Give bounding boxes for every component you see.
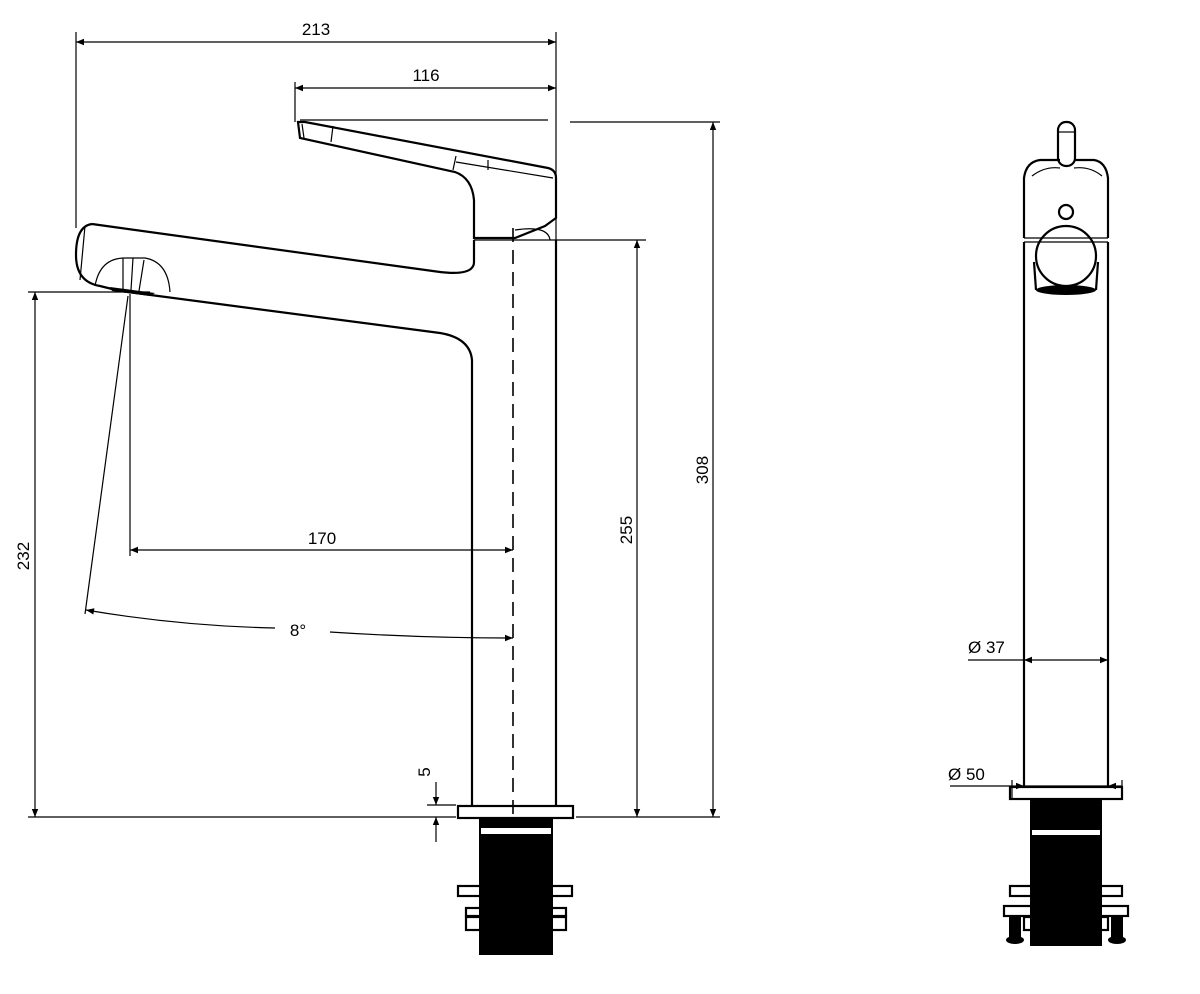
dim-spout-height: 232: [14, 542, 33, 570]
nut: [464, 915, 568, 932]
dim-lever-length: 116: [412, 66, 439, 85]
spout-end-line: [79, 225, 86, 281]
spout-aerator: [94, 257, 171, 293]
dim-arc-angle: [85, 608, 276, 629]
lever-head: [1022, 158, 1110, 238]
side-dimensions: Ø 37 Ø 50: [948, 638, 1123, 800]
side-view: [1002, 120, 1130, 946]
mounting-screw: [1009, 916, 1021, 938]
base-flange: [1008, 785, 1124, 801]
lock-washer: [456, 884, 574, 898]
shank-highlight: [481, 828, 551, 834]
dim-flange-thickness: 5: [415, 767, 434, 776]
dim-spout-angle: 8°: [290, 621, 306, 640]
mounting-screw: [1111, 916, 1123, 938]
washer: [1008, 884, 1124, 898]
lever-detail: [301, 123, 554, 179]
front-view: [74, 120, 575, 955]
nut: [1022, 915, 1110, 932]
dim-spout-reach: 170: [308, 529, 336, 548]
nut-slot: [487, 917, 497, 930]
indicator-dot: [1057, 203, 1075, 221]
dim-body-height: 255: [617, 516, 636, 544]
nut-slot: [535, 917, 545, 930]
lever-cap-arc: [514, 228, 551, 241]
lever-outline: [296, 120, 558, 240]
threaded-shank: [1030, 800, 1102, 946]
lever-stem: [1056, 120, 1077, 168]
front-dimensions: 213 116 308 255 232 170 8° 5: [14, 20, 720, 842]
spout-outline: [74, 222, 476, 805]
aerator: [1036, 285, 1096, 295]
dim-overall-height: 308: [693, 456, 712, 484]
dim-arc-angle: [329, 631, 514, 642]
spout-end-circle: [1034, 224, 1098, 288]
dim-body-diameter: Ø 37: [968, 638, 1005, 657]
dim-flange-diameter: Ø 50: [948, 765, 985, 784]
base-flange: [456, 804, 575, 820]
dim-overall-length: 213: [302, 20, 330, 39]
